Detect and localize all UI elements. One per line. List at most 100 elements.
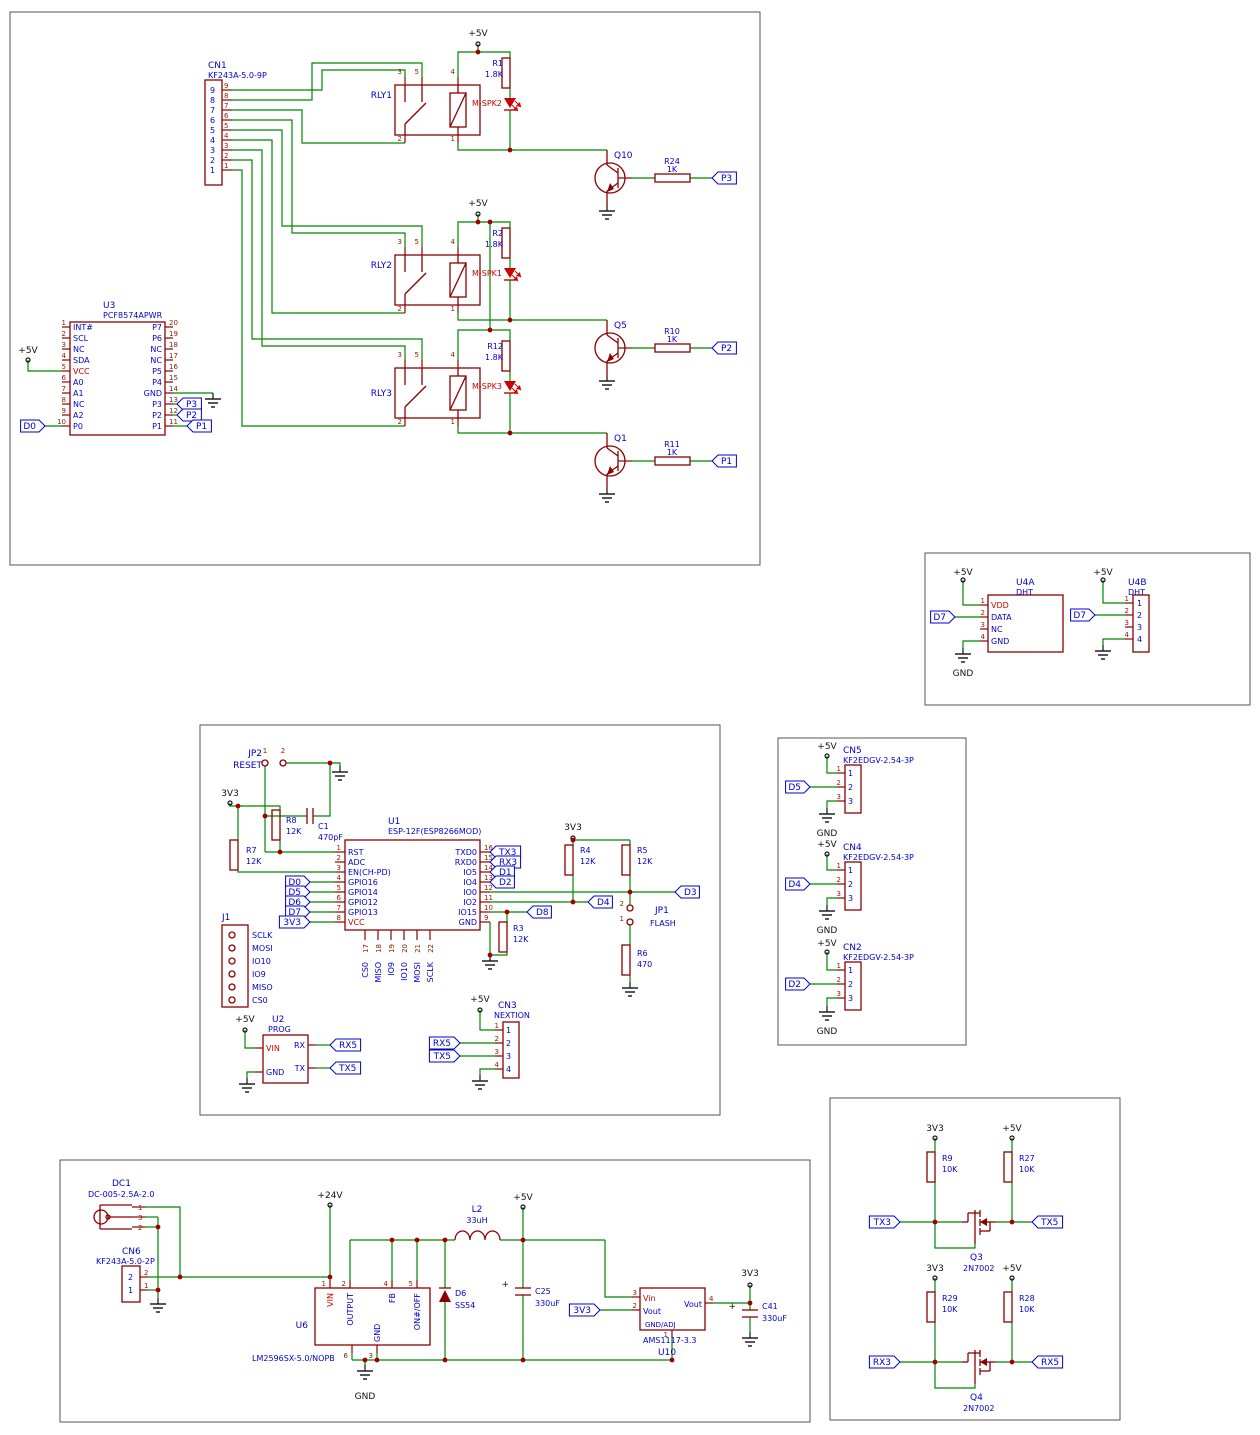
j1-hole[interactable] xyxy=(228,983,236,991)
label: 4 xyxy=(1137,635,1142,644)
label: SS54 xyxy=(455,1301,475,1310)
net-flag-D4[interactable] xyxy=(587,895,613,909)
net-flag-P1[interactable] xyxy=(186,419,212,433)
j1-header[interactable] xyxy=(221,924,249,1008)
label: GPIO14 xyxy=(348,888,378,897)
resistor-R1[interactable] xyxy=(501,57,511,89)
resistor-R7[interactable] xyxy=(229,839,239,871)
resistor-R28[interactable] xyxy=(1003,1291,1013,1323)
label: U2 xyxy=(272,1015,284,1025)
net-flag-P2[interactable] xyxy=(176,408,202,422)
net-flag-D2[interactable] xyxy=(489,875,515,889)
net-flag-P2[interactable] xyxy=(711,341,737,355)
label: 1 xyxy=(981,597,985,605)
led-m-spk1[interactable] xyxy=(504,268,516,278)
jp1-pad-1[interactable] xyxy=(626,918,634,926)
u4a-dht[interactable] xyxy=(987,594,1064,653)
dc-jack-barrel[interactable] xyxy=(93,1209,109,1225)
net-flag-TX5[interactable] xyxy=(428,1049,461,1063)
resistor-R8[interactable] xyxy=(271,809,281,841)
net-flag-D0[interactable] xyxy=(20,419,46,433)
u1-esp12f[interactable] xyxy=(344,839,481,931)
net-flag-3V3[interactable] xyxy=(278,915,311,929)
rly1-coil[interactable] xyxy=(449,92,467,128)
net-flag-D4[interactable] xyxy=(785,877,811,891)
rly2-coil[interactable] xyxy=(449,262,467,298)
resistor-R10[interactable] xyxy=(654,343,691,353)
j1-hole[interactable] xyxy=(228,931,236,939)
rly3-coil[interactable] xyxy=(449,375,467,411)
rly2[interactable] xyxy=(394,254,481,306)
cn6[interactable] xyxy=(121,1265,141,1303)
junction-dot xyxy=(327,760,333,766)
net-flag-D2[interactable] xyxy=(785,977,811,991)
rly3[interactable] xyxy=(394,367,481,419)
u3-pcf8574[interactable] xyxy=(69,321,166,436)
label: D6 xyxy=(455,1289,466,1298)
label: A2 xyxy=(73,411,84,420)
label: 15 xyxy=(484,854,493,862)
dc-jack-pin[interactable] xyxy=(105,1214,111,1220)
resistor-R4[interactable] xyxy=(564,844,574,876)
led-m-spk2[interactable] xyxy=(504,98,516,108)
resistor-R6[interactable] xyxy=(621,944,631,976)
symbol-line xyxy=(606,447,619,457)
net-flag-D7[interactable] xyxy=(1070,608,1096,622)
resistor-R2[interactable] xyxy=(501,227,511,259)
u10-ams1117[interactable] xyxy=(639,1287,706,1331)
jp1-pad-2[interactable] xyxy=(626,904,634,912)
label: P1 xyxy=(152,422,162,431)
u2-prog[interactable] xyxy=(262,1034,309,1084)
label: 16 xyxy=(484,844,493,852)
u4b-dht[interactable] xyxy=(1132,594,1150,653)
net-flag-D8[interactable] xyxy=(526,905,552,919)
net-flag-RX5[interactable] xyxy=(1031,1355,1064,1369)
resistor-R11[interactable] xyxy=(654,456,691,466)
j1-hole[interactable] xyxy=(228,944,236,952)
resistor-R27[interactable] xyxy=(1003,1151,1013,1183)
j1-hole[interactable] xyxy=(228,957,236,965)
rly1[interactable] xyxy=(394,84,481,136)
j1-hole[interactable] xyxy=(228,996,236,1004)
label: 330uF xyxy=(535,1299,560,1308)
led-m-spk3[interactable] xyxy=(504,381,516,391)
cn3-nextion[interactable] xyxy=(502,1021,520,1079)
net-flag-D7[interactable] xyxy=(930,610,956,624)
cn1[interactable] xyxy=(204,79,223,186)
cn2[interactable] xyxy=(844,961,862,1011)
label: 6 xyxy=(337,894,342,902)
net-flag-TX5[interactable] xyxy=(1031,1215,1064,1229)
resistor-R9[interactable] xyxy=(926,1151,936,1183)
u6-lm2596[interactable] xyxy=(314,1287,431,1346)
transistor-q1[interactable] xyxy=(594,445,626,477)
jp2-pad-2[interactable] xyxy=(279,759,287,767)
net-flag-P3[interactable] xyxy=(176,397,202,411)
jp2-pad-1[interactable] xyxy=(261,759,269,767)
net-flag-RX5[interactable] xyxy=(329,1038,362,1052)
resistor-R12[interactable] xyxy=(501,340,511,372)
net-flag-3V3[interactable] xyxy=(568,1303,601,1317)
junction-dot xyxy=(507,317,513,323)
resistor-R5[interactable] xyxy=(621,844,631,876)
transistor-q10[interactable] xyxy=(594,162,626,194)
net-flag-RX3[interactable] xyxy=(868,1355,901,1369)
transistor-q5[interactable] xyxy=(594,332,626,364)
net-flag-RX5[interactable] xyxy=(428,1036,461,1050)
net-flag-TX3[interactable] xyxy=(868,1215,901,1229)
resistor-R3[interactable] xyxy=(498,921,508,953)
cn5[interactable] xyxy=(844,764,862,814)
net-flag-P1[interactable] xyxy=(711,454,737,468)
label: R6 xyxy=(637,949,648,958)
net-flag-D5[interactable] xyxy=(785,780,811,794)
label: 2 xyxy=(506,1039,511,1048)
inductor-l2[interactable] xyxy=(454,1230,501,1241)
resistor-R29[interactable] xyxy=(926,1291,936,1323)
net-flag-D3[interactable] xyxy=(674,885,700,899)
label: 14 xyxy=(169,385,178,393)
net-flag-label: D0 xyxy=(288,878,301,888)
cn4[interactable] xyxy=(844,861,862,911)
j1-hole[interactable] xyxy=(228,970,236,978)
resistor-R24[interactable] xyxy=(654,173,691,183)
net-flag-TX5[interactable] xyxy=(329,1061,362,1075)
net-flag-P3[interactable] xyxy=(711,171,737,185)
